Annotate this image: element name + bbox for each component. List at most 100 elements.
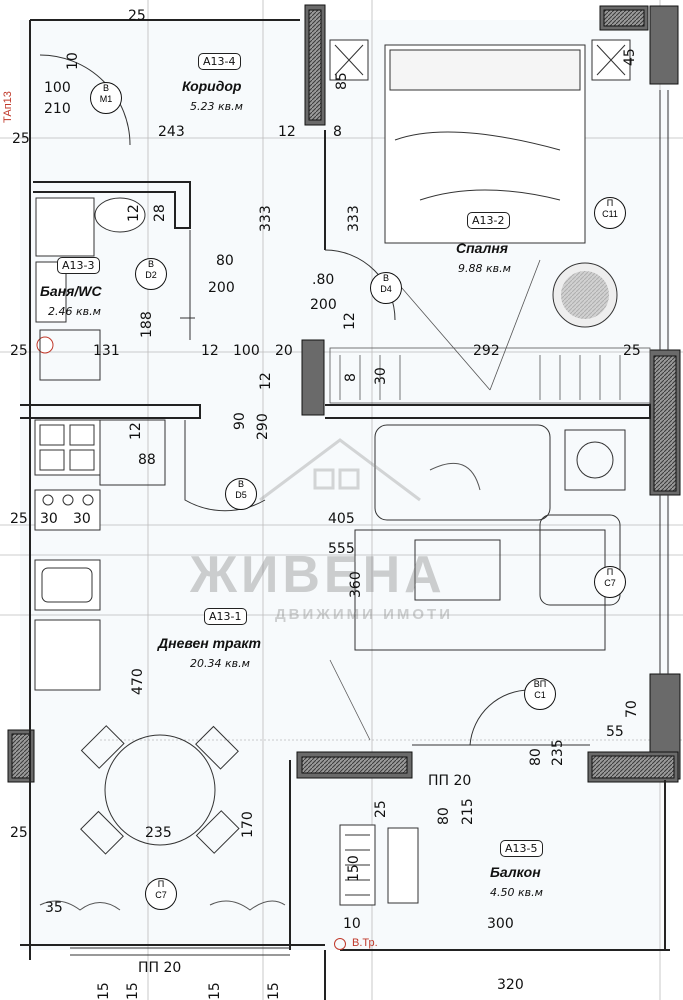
dim-80c: 80 bbox=[528, 748, 544, 766]
room-name-bathroom: Баня/WC bbox=[40, 283, 102, 299]
dim-292: 292 bbox=[473, 343, 500, 359]
room-name-bedroom: Спалня bbox=[456, 240, 509, 256]
room-tag-balcony: A13-5 bbox=[500, 840, 543, 857]
dim-12f: 12 bbox=[128, 422, 144, 440]
dim-100: 100 bbox=[44, 80, 71, 96]
dim-15a: 15 bbox=[96, 982, 112, 1000]
dim-80d: 80 bbox=[436, 807, 452, 825]
dim-12a: 12 bbox=[278, 124, 296, 140]
dim-top-25: 25 bbox=[128, 8, 146, 24]
dim-25a: 25 bbox=[12, 131, 30, 147]
room-area-living: 20.34 кв.м bbox=[190, 657, 250, 670]
stair-label: В.Тр. bbox=[352, 937, 378, 949]
watermark-tagline: ДВИЖИМИ ИМОТИ bbox=[275, 606, 453, 623]
dim-360: 360 bbox=[348, 571, 364, 598]
kitchen bbox=[34, 419, 166, 691]
dim-470: 470 bbox=[130, 668, 146, 695]
room-area-corridor: 5.23 кв.м bbox=[190, 100, 243, 113]
opening-lines bbox=[329, 259, 541, 741]
room-area-bathroom: 2.46 кв.м bbox=[48, 305, 101, 318]
dim-10b: 10 bbox=[343, 916, 361, 932]
room-area-bedroom: 9.88 кв.м bbox=[458, 262, 511, 275]
room-tag-bedroom: A13-2 bbox=[467, 212, 510, 229]
dim-12c: 12 bbox=[342, 312, 358, 330]
dim-25c: 25 bbox=[623, 343, 641, 359]
dim-150: 150 bbox=[346, 855, 362, 882]
dim-28: 28 bbox=[152, 204, 168, 222]
dim-35: 35 bbox=[45, 900, 63, 916]
dim-15d: 15 bbox=[266, 982, 282, 1000]
room-tag-bathroom: A13-3 bbox=[57, 257, 100, 274]
dim-85: 85 bbox=[334, 72, 350, 90]
dim-555: 555 bbox=[328, 541, 355, 557]
stair-icon bbox=[334, 938, 346, 950]
dim-243: 243 bbox=[158, 124, 185, 140]
dim-25d: 25 bbox=[10, 511, 28, 527]
bed bbox=[329, 39, 631, 244]
dim-55: 55 bbox=[606, 724, 624, 740]
dim-20: 20 bbox=[275, 343, 293, 359]
dim-90: 90 bbox=[232, 412, 248, 430]
dim-80b: .80 bbox=[312, 272, 335, 288]
watermark-brand: ЖИВЕНА bbox=[190, 546, 446, 604]
dim-215: 215 bbox=[460, 798, 476, 825]
dim-10: 10 bbox=[65, 52, 81, 70]
dim-12b: 12 bbox=[126, 204, 142, 222]
side-label: ТАп13 bbox=[2, 91, 14, 123]
dim-80a: 80 bbox=[216, 253, 234, 269]
dim-200a: 200 bbox=[208, 280, 235, 296]
dim-210: 210 bbox=[44, 101, 71, 117]
dim-333b: 333 bbox=[346, 205, 362, 232]
room-tag-corridor: A13-4 bbox=[198, 53, 241, 70]
room-area-balcony: 4.50 кв.м bbox=[490, 886, 543, 899]
dim-8: 8 bbox=[333, 124, 342, 140]
dim-235b: 235 bbox=[145, 825, 172, 841]
bathroom-fixtures bbox=[35, 197, 146, 381]
dim-pp20a: ПП 20 bbox=[428, 773, 472, 789]
room-tag-living: A13-1 bbox=[204, 608, 247, 625]
dim-pp20b: ПП 20 bbox=[138, 960, 182, 976]
dim-12e: 12 bbox=[258, 372, 274, 390]
dim-300: 300 bbox=[487, 916, 514, 932]
dim-235a: 235 bbox=[550, 739, 566, 766]
dim-70: 70 bbox=[624, 700, 640, 718]
dim-25f: 25 bbox=[10, 825, 28, 841]
dim-12d: 12 bbox=[201, 343, 219, 359]
dim-30b: 30 bbox=[73, 511, 91, 527]
dim-30a: 30 bbox=[40, 511, 58, 527]
wall-hatch bbox=[11, 9, 677, 779]
room-name-corridor: Коридор bbox=[182, 78, 242, 94]
dim-8b: 8 bbox=[343, 373, 359, 382]
dim-320: 320 bbox=[497, 977, 524, 993]
room-name-living: Дневен тракт bbox=[158, 635, 261, 651]
door-swings bbox=[39, 54, 531, 746]
dim-30c: 30 bbox=[373, 367, 389, 385]
dim-15c: 15 bbox=[207, 982, 223, 1000]
dim-100b: 100 bbox=[233, 343, 260, 359]
dim-25e: 25 bbox=[373, 800, 389, 818]
room-name-balcony: Балкон bbox=[490, 864, 541, 880]
dim-25b: 25 bbox=[10, 343, 28, 359]
wardrobe bbox=[329, 347, 651, 404]
dim-200b: 200 bbox=[310, 297, 337, 313]
dim-45: 45 bbox=[622, 48, 638, 66]
dim-405: 405 bbox=[328, 511, 355, 527]
balcony-furniture bbox=[339, 824, 419, 906]
dim-131: 131 bbox=[93, 343, 120, 359]
dim-188: 188 bbox=[139, 311, 155, 338]
partitions bbox=[20, 19, 670, 1000]
watermark-house bbox=[259, 438, 421, 502]
plants bbox=[39, 900, 286, 911]
dim-170: 170 bbox=[240, 811, 256, 838]
dim-15b: 15 bbox=[125, 982, 141, 1000]
dim-88: 88 bbox=[138, 452, 156, 468]
